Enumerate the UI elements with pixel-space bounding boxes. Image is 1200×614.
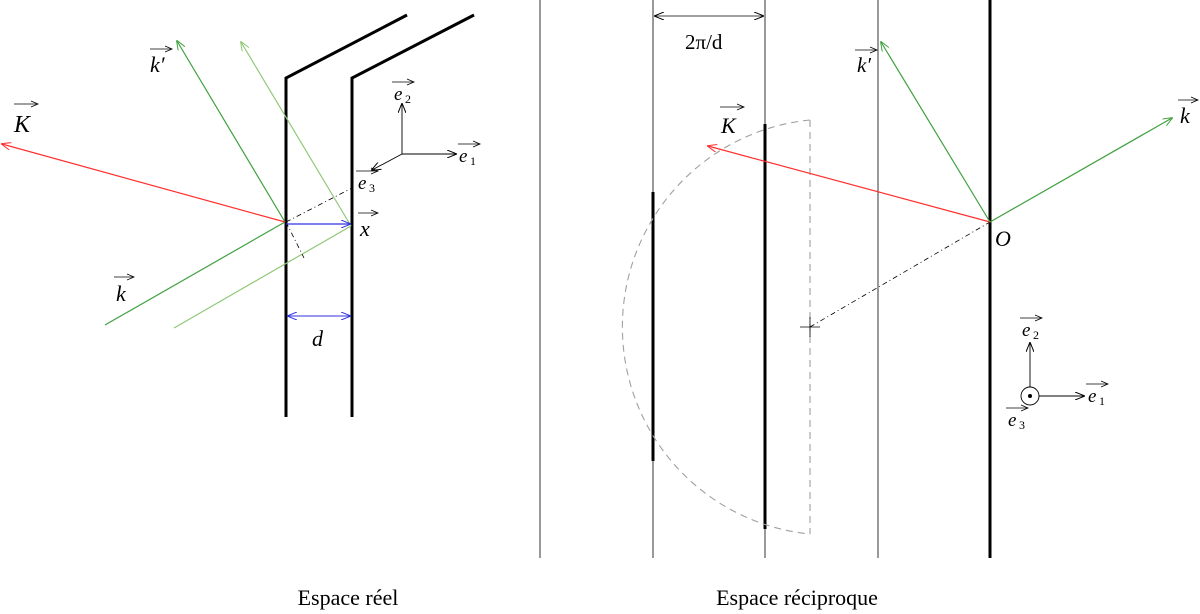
svg-text:k′: k′ bbox=[150, 52, 166, 77]
label-k-prime: k′ bbox=[150, 49, 172, 77]
crystal-plane-1 bbox=[284, 13, 408, 417]
svg-text:2: 2 bbox=[405, 92, 411, 106]
reciprocal-space-panel: 2π/d K k′ k O e 2 e 1 e 3 Espace r bbox=[539, 0, 1198, 610]
svg-text:x: x bbox=[359, 216, 370, 241]
svg-text:e: e bbox=[1088, 386, 1096, 407]
label-e1: e 1 bbox=[458, 144, 480, 168]
real-space-panel: K k′ k x d e 2 e 1 e 3 bbox=[2, 13, 480, 610]
svg-text:1: 1 bbox=[1099, 394, 1105, 408]
label-e3-reciprocal: e 3 bbox=[1006, 408, 1028, 432]
svg-text:K: K bbox=[720, 113, 737, 138]
label-e2: e 2 bbox=[392, 82, 414, 106]
crystal-plane-2 bbox=[350, 13, 475, 417]
svg-text:1: 1 bbox=[470, 154, 476, 168]
label-k: k bbox=[114, 277, 134, 306]
svg-text:e: e bbox=[459, 146, 467, 167]
caption-reciprocal-space: Espace réciproque bbox=[716, 585, 878, 610]
K-vector bbox=[2, 144, 286, 223]
svg-text:e: e bbox=[1022, 320, 1030, 341]
svg-text:3: 3 bbox=[369, 181, 375, 195]
construction-line bbox=[285, 221, 305, 259]
label-e1-reciprocal: e 1 bbox=[1086, 384, 1108, 408]
k-prime-vector bbox=[177, 41, 286, 223]
k-prime-light-ray bbox=[241, 42, 352, 227]
label-K-reciprocal: K bbox=[720, 107, 744, 138]
svg-text:e: e bbox=[394, 84, 402, 105]
K-reciprocal-vector bbox=[708, 146, 991, 223]
label-e2-reciprocal: e 2 bbox=[1020, 318, 1042, 342]
svg-text:2: 2 bbox=[1033, 328, 1039, 342]
ewald-circle bbox=[621, 119, 811, 535]
label-origin: O bbox=[995, 226, 1011, 251]
svg-text:k: k bbox=[116, 281, 127, 306]
k-reciprocal-vector bbox=[989, 118, 1172, 223]
e3-axis bbox=[372, 153, 403, 170]
label-e3: e 3 bbox=[356, 171, 378, 195]
label-k-prime-reciprocal: k′ bbox=[855, 50, 877, 77]
svg-text:e: e bbox=[358, 173, 366, 194]
k-incident-light-ray bbox=[173, 225, 352, 329]
label-k-reciprocal: k bbox=[1178, 100, 1198, 128]
ewald-radius bbox=[809, 221, 991, 328]
construction-line-2 bbox=[285, 187, 353, 223]
label-x: x bbox=[358, 213, 378, 241]
svg-text:3: 3 bbox=[1019, 418, 1025, 432]
e3-dot bbox=[1028, 394, 1032, 398]
svg-text:K: K bbox=[13, 112, 32, 138]
svg-text:k′: k′ bbox=[857, 53, 871, 77]
k-incident-vector bbox=[104, 221, 286, 326]
k-prime-reciprocal-vector bbox=[881, 42, 991, 223]
label-K: K bbox=[13, 104, 38, 138]
svg-text:k: k bbox=[1180, 103, 1191, 128]
caption-real-space: Espace réel bbox=[298, 585, 399, 610]
svg-text:e: e bbox=[1008, 410, 1016, 431]
label-spacing: 2π/d bbox=[685, 30, 723, 54]
label-d: d bbox=[312, 326, 324, 351]
